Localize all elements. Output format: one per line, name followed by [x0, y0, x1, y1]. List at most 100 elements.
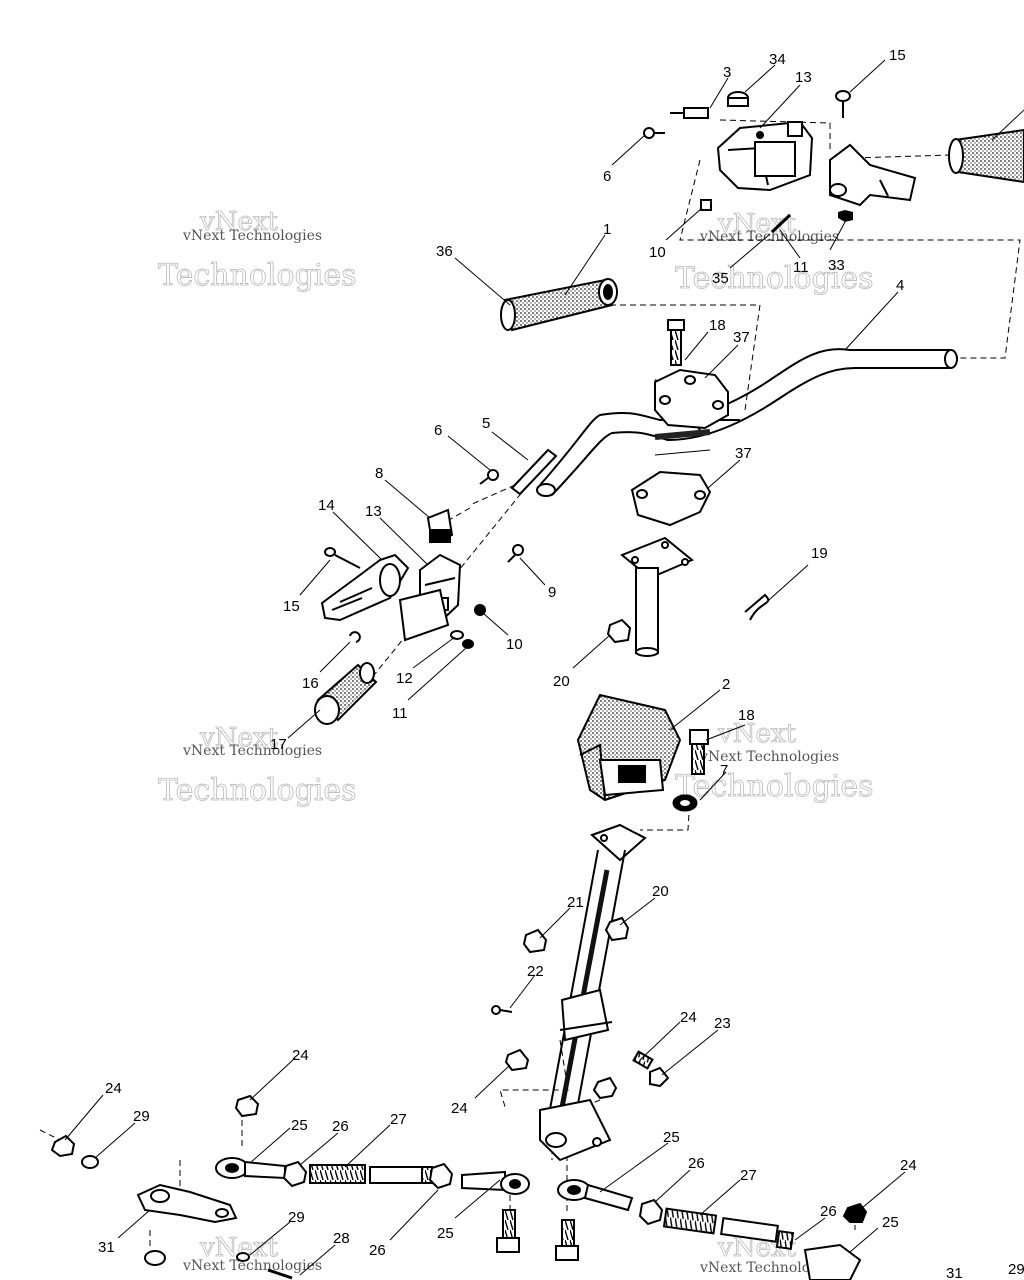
clip-16 — [349, 631, 361, 643]
callout-16: 16 — [302, 675, 319, 692]
washer-29-left — [81, 1155, 99, 1169]
callout-6-mid: 6 — [434, 422, 442, 439]
watermark: vNext Technologies vNext Technologies vN… — [158, 207, 874, 1276]
nut-21 — [522, 928, 548, 954]
callout-18-mid: 18 — [738, 707, 755, 724]
jam-nut-26-left-b — [428, 1162, 454, 1190]
bolt-23 — [632, 1050, 670, 1088]
handlebar-4 — [536, 348, 958, 497]
steering-arm-31-left — [136, 1183, 238, 1224]
callout-20-top: 20 — [553, 673, 570, 690]
callout-17: 17 — [270, 736, 287, 753]
screw-15-mid — [324, 547, 361, 569]
screw-6-mid — [479, 469, 499, 485]
screw-6-top — [643, 127, 665, 139]
nut-24-left — [234, 1094, 260, 1118]
watermark-line2: Technologies — [675, 769, 874, 804]
callout-36: 36 — [436, 243, 453, 260]
callout-15-top: 15 — [889, 47, 906, 64]
washer-29-bottom-left — [236, 1252, 250, 1262]
callout-26-left: 26 — [332, 1118, 349, 1135]
nut-24-right-col — [592, 1076, 618, 1100]
brake-lever-14 — [320, 553, 410, 622]
watermark-caption: vNext Technologies — [699, 1260, 839, 1276]
tie-rod-end-25-far-right — [803, 1243, 862, 1280]
callout-18-top: 18 — [709, 317, 726, 334]
callout-5: 5 — [482, 415, 490, 432]
switch-8 — [426, 508, 454, 544]
nut-24-left-col — [504, 1048, 530, 1072]
callout-1: 1 — [603, 221, 611, 238]
nut-10-top — [700, 199, 712, 211]
callout-21: 21 — [567, 894, 584, 911]
callout-15-mid: 15 — [283, 598, 300, 615]
callout-33: 33 — [828, 257, 845, 274]
callout-31-right: 31 — [946, 1265, 963, 1280]
bolt-18-top — [667, 319, 685, 366]
callout-11-top: 11 — [793, 259, 809, 276]
nut-24-far-left — [50, 1134, 76, 1158]
cotter-pin-19 — [744, 593, 770, 621]
callout-12: 12 — [396, 670, 413, 687]
callout-7: 7 — [720, 762, 728, 779]
callout-24-far-left: 24 — [105, 1080, 122, 1097]
watermark-caption: vNext Technologies — [182, 228, 322, 244]
callout-23: 23 — [714, 1015, 731, 1032]
leader-lines — [64, 59, 1024, 1276]
throttle-lever-33 — [829, 143, 917, 207]
grip-17 — [314, 662, 378, 725]
watermark-line2: Technologies — [675, 261, 874, 296]
bolt-18-mid — [689, 729, 709, 775]
kill-switch-34 — [727, 91, 749, 107]
callout-25-far-right: 25 — [882, 1214, 899, 1231]
bolt-center-right — [555, 1219, 579, 1261]
watermark-caption: vNext Technologies — [699, 749, 839, 765]
housing-body — [398, 588, 450, 642]
callout-10-top: 10 — [649, 244, 666, 261]
watermark-line1: vNext — [717, 719, 796, 749]
callout-25-left: 25 — [291, 1117, 308, 1134]
nut-33-top — [838, 210, 853, 222]
bar-clamp-bottom-37 — [630, 470, 712, 527]
jam-nut-26-right — [638, 1198, 664, 1226]
bolt-center-left — [496, 1209, 520, 1253]
callout-24-col-right: 24 — [680, 1009, 697, 1026]
tie-rod-end-25-center — [461, 1170, 530, 1195]
callout-19: 19 — [811, 545, 828, 562]
steering-pad-2 — [576, 693, 682, 802]
nut-20-top — [606, 618, 632, 644]
tie-rod-27-right — [662, 1207, 795, 1251]
callout-14: 14 — [318, 497, 335, 514]
switch-housing-right — [716, 120, 814, 192]
watermark-line2: Technologies — [158, 258, 357, 293]
callout-3: 3 — [723, 64, 731, 81]
callout-13-top: 13 — [795, 69, 812, 86]
callout-31-left: 31 — [98, 1239, 115, 1256]
watermark-line2: Technologies — [158, 773, 357, 808]
jam-nut-26-left — [282, 1160, 308, 1188]
watermark-line1: vNext — [199, 723, 278, 753]
callout-37-top: 37 — [733, 329, 750, 346]
screw-22 — [491, 1005, 513, 1015]
callout-26-center: 26 — [369, 1242, 386, 1259]
callout-2: 2 — [722, 676, 730, 693]
steering-column — [539, 823, 647, 1162]
tie-rod-end-25-right — [557, 1179, 634, 1212]
callout-13-mid: 13 — [365, 503, 382, 520]
riser-post — [620, 536, 694, 657]
callout-11-mid: 11 — [392, 705, 408, 722]
callout-28: 28 — [333, 1230, 350, 1247]
callout-26-far-right: 26 — [820, 1203, 837, 1220]
callout-10-mid: 10 — [506, 636, 523, 653]
callout-37-bottom: 37 — [735, 445, 752, 462]
watermark-caption: vNext Technologies — [182, 743, 322, 759]
pin-5 — [510, 448, 558, 496]
washer-7 — [672, 794, 698, 812]
screw-15-top — [835, 90, 851, 118]
nut-24-right — [842, 1202, 868, 1223]
washer-11-top — [770, 213, 792, 234]
wire-connector-3 — [670, 107, 709, 119]
tie-rod-end-25-left — [215, 1157, 286, 1180]
bar-clamp-top-37 — [654, 368, 729, 430]
